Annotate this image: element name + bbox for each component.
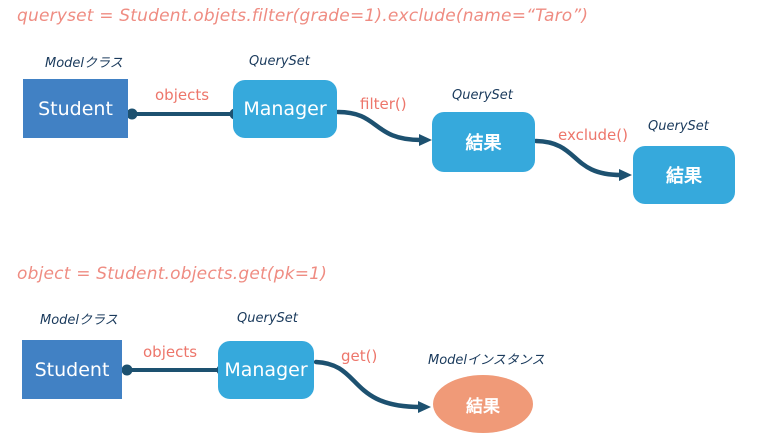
manager-node: Manager bbox=[218, 341, 314, 399]
object-code-title: object = Student.objects.get(pk=1) bbox=[17, 264, 328, 284]
filter-arrow bbox=[335, 109, 432, 146]
result-node: 結果 bbox=[432, 112, 535, 172]
exclude-label: exclude() bbox=[558, 126, 628, 144]
get-label: get() bbox=[341, 347, 378, 365]
student-node: Student bbox=[23, 79, 128, 138]
model-class-label: Modelクラス bbox=[45, 56, 123, 71]
objects-label: objects bbox=[155, 86, 210, 104]
queryset-label: QuerySet bbox=[249, 54, 310, 69]
queryset-label: QuerySet bbox=[237, 311, 298, 326]
result-instance-node: 結果 bbox=[433, 375, 533, 433]
model-class-label: Modelクラス bbox=[40, 313, 118, 328]
connector-dot bbox=[121, 364, 133, 376]
exclude-arrow bbox=[533, 138, 632, 181]
connector-dot bbox=[126, 108, 138, 120]
get-arrow bbox=[313, 359, 431, 413]
manager-node: Manager bbox=[233, 80, 337, 138]
filter-label: filter() bbox=[360, 95, 407, 113]
queryset-label: QuerySet bbox=[452, 88, 513, 103]
model-instance-label: Modelインスタンス bbox=[428, 353, 545, 368]
queryset-code-title: queryset = Student.objets.filter(grade=1… bbox=[17, 6, 589, 26]
result-node: 結果 bbox=[633, 146, 735, 204]
objects-label: objects bbox=[143, 343, 198, 361]
queryset-label: QuerySet bbox=[648, 119, 709, 134]
student-node: Student bbox=[22, 340, 122, 399]
